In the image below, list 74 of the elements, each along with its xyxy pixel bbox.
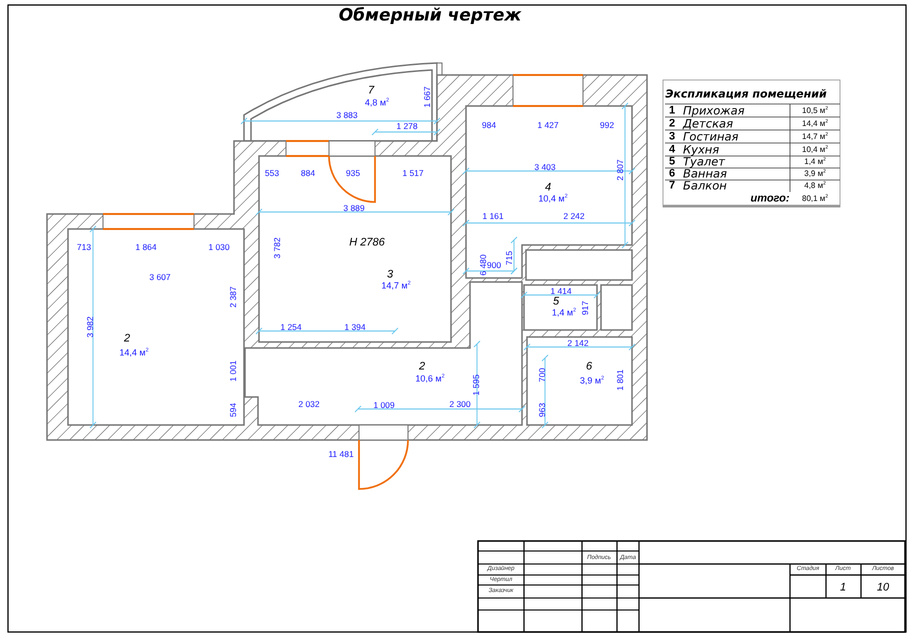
dimension-value: 3 982 — [86, 316, 94, 338]
dimension-value: 1 667 — [422, 86, 432, 108]
room-name: Ванная — [683, 168, 727, 180]
room-number: 6 — [586, 362, 592, 372]
dimension-value: 594 — [228, 402, 238, 418]
room-name: Балкон — [683, 180, 727, 192]
dimension-value: 1 427 — [537, 120, 559, 130]
dimension-value: 3 889 — [343, 204, 365, 212]
room-name: Туалет — [683, 156, 726, 168]
dimension-value: 1 161 — [482, 212, 504, 220]
dimension-value: 1 864 — [135, 242, 157, 252]
dimension-value: 1 001 — [228, 360, 238, 382]
total-label: итого: — [750, 194, 790, 204]
dimension-value: 884 — [300, 168, 316, 178]
dimension-value: 935 — [346, 168, 360, 178]
dimension-value: 11 481 — [328, 450, 354, 458]
room-area: 3,9 м$^{2}$ — [580, 376, 604, 386]
room-area: 10,4 м$^{2}$ — [538, 194, 568, 204]
room-number: 7 — [368, 86, 374, 96]
table-heading: Экспликация помещений — [665, 88, 827, 100]
room-name: Гостиная — [683, 131, 738, 143]
dimension-value: 6 480 — [478, 254, 488, 276]
dimension-value: 992 — [600, 120, 614, 130]
dimension-value: 984 — [482, 120, 496, 130]
dimension-value: 917 — [580, 300, 590, 316]
room-index: 2 — [668, 118, 676, 130]
dimension-value: 3 782 — [272, 237, 282, 259]
room-name: Прихожая — [683, 105, 745, 117]
drawing-title: Обмерный чертеж — [338, 8, 522, 24]
dimension-value: 900 — [486, 260, 502, 270]
room-index: 7 — [668, 180, 676, 192]
dimension-value: 715 — [504, 250, 514, 266]
dimension-value: 2 807 — [616, 159, 624, 181]
room-name: Кухня — [683, 144, 720, 156]
dimension-value: 963 — [538, 402, 546, 418]
room-number: 2 — [418, 362, 426, 372]
dimension-value: 3 883 — [336, 110, 358, 120]
sheet-number: 10 — [876, 582, 890, 594]
dimension-value: 2 032 — [298, 400, 320, 408]
dimension-value: 1 030 — [208, 242, 230, 252]
dimension-value: 700 — [538, 368, 546, 382]
room-index: 3 — [668, 132, 676, 142]
room-area: 4,8 м$^{2}$ — [364, 98, 390, 108]
room-name: Детская — [683, 118, 733, 130]
dimension-value: 1 394 — [344, 322, 366, 332]
room-area: 10,6 м$^{2}$ — [415, 374, 445, 384]
dimension-value: 1 801 — [616, 369, 624, 391]
room-index: 1 — [668, 106, 676, 116]
room-number: 3 — [386, 270, 394, 280]
dimension-value: 1 517 — [402, 168, 424, 178]
room-index: 5 — [668, 156, 676, 168]
room-index: 6 — [668, 168, 676, 180]
sheet-number: 1 — [840, 582, 846, 594]
dimension-value: 2 300 — [449, 400, 471, 408]
room-area: 14,7 м$^{2}$ — [381, 282, 411, 290]
room-area: 14,4 м$^{2}$ — [119, 348, 149, 358]
dimension-value: 3 607 — [149, 272, 171, 282]
room-number: 5 — [552, 296, 560, 308]
room-area: 1,4 м$^{2}$ — [552, 308, 576, 318]
dimension-value: 1 009 — [373, 400, 395, 410]
room-number: 4 — [544, 182, 552, 194]
dimension-value: 2 142 — [567, 338, 589, 348]
dimension-value: 713 — [76, 242, 92, 252]
dimension-value: 1 254 — [280, 322, 302, 332]
dimension-value: 1 414 — [550, 286, 572, 296]
dimension-value: 3 403 — [534, 162, 556, 172]
dimension-value: 2 387 — [228, 286, 238, 308]
dimension-value: 1 595 — [472, 374, 480, 396]
room-index: 4 — [668, 144, 676, 156]
ceiling-height: H 2786 — [349, 238, 385, 248]
dimension-value: 553 — [264, 168, 280, 178]
dimension-value: 2 242 — [563, 212, 585, 220]
dimension-value: 1 278 — [396, 122, 418, 130]
room-number: 2 — [124, 334, 130, 344]
